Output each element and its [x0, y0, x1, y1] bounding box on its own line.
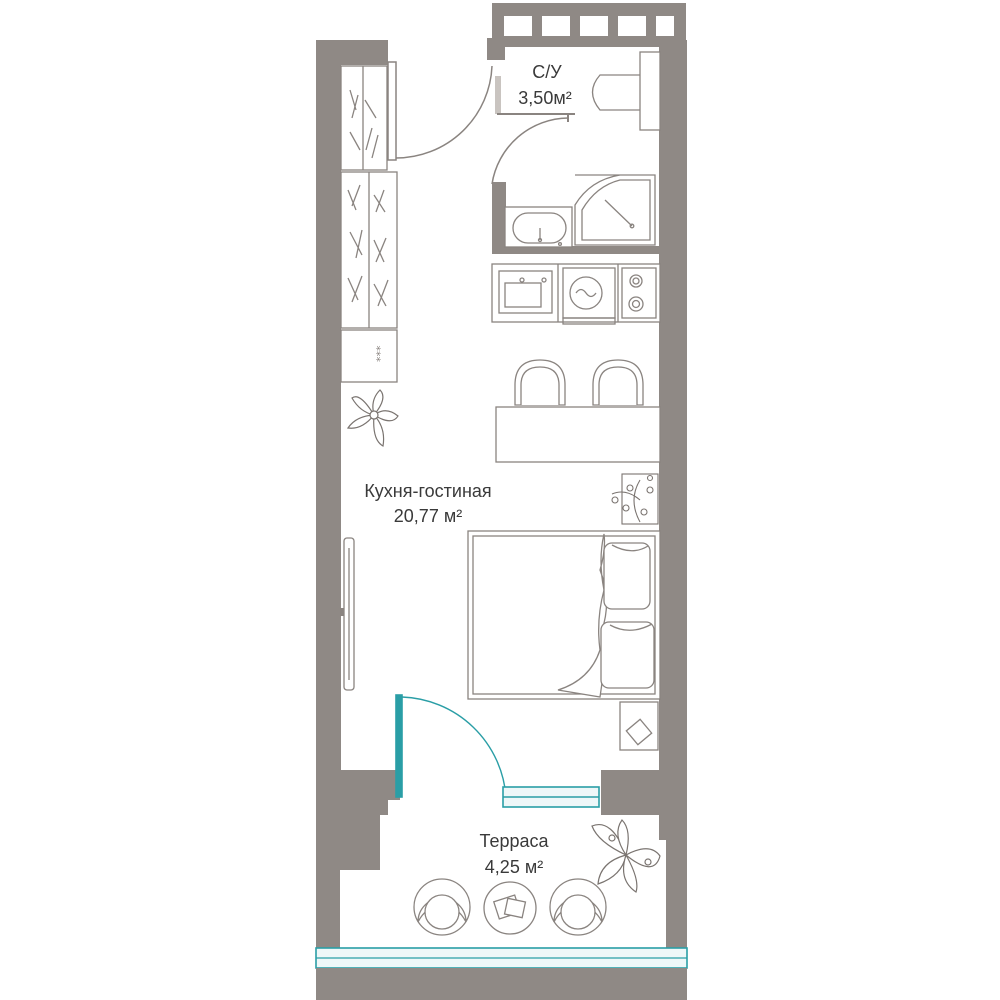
- shower-icon: [574, 174, 656, 246]
- kitchen-counter: [491, 263, 661, 325]
- entry-door: [387, 61, 569, 185]
- terrace-name: Терраса: [479, 831, 549, 851]
- terrace-glazing: [315, 947, 688, 1000]
- stove-icon: [621, 267, 657, 319]
- chair-icon: [514, 359, 566, 406]
- bed-icon: [467, 530, 661, 700]
- side-table-icon: [483, 881, 537, 935]
- left-wall: [316, 40, 341, 775]
- tv-panel: [340, 537, 355, 691]
- armchair-icon: [413, 878, 471, 936]
- hob-cabinet: [340, 329, 398, 383]
- door-jamb: [495, 76, 501, 114]
- bathroom-area: 3,50м²: [518, 88, 571, 108]
- toilet-icon: [591, 51, 661, 131]
- left-wall-top: [316, 40, 388, 65]
- sink-icon: [504, 206, 573, 248]
- wardrobe: ***: [340, 65, 398, 383]
- bathroom: [504, 51, 661, 248]
- plant-icon: [346, 389, 399, 447]
- nightstand-icon: [619, 701, 659, 751]
- walls: [316, 3, 687, 948]
- terrace-area: 4,25 м²: [485, 857, 543, 877]
- right-wall: [659, 40, 687, 840]
- plant-icon: [611, 473, 659, 525]
- hob-marks: ***: [374, 345, 387, 362]
- right-wall-upper: [659, 47, 687, 137]
- living-name: Кухня-гостиная: [364, 481, 491, 501]
- washer-icon: [562, 267, 616, 325]
- terrace-right-wall: [666, 815, 687, 948]
- right-partition: [601, 770, 687, 815]
- kitchen-sink-icon: [498, 270, 553, 314]
- top-window-block: [492, 3, 686, 47]
- left-wall-lower: [316, 770, 400, 948]
- dining-bar: [495, 359, 661, 463]
- plant-icon: [591, 819, 661, 893]
- pillow-icon: [603, 542, 651, 610]
- bathroom-wall-lower: [492, 182, 506, 254]
- pillow-icon: [600, 621, 655, 689]
- bathroom-wall-left: [487, 38, 505, 60]
- hanger-marks: [347, 89, 389, 307]
- bathroom-wall-bottom: [492, 246, 662, 254]
- chair-icon: [592, 359, 644, 406]
- bathroom-name: С/У: [532, 62, 562, 82]
- living-area: 20,77 м²: [394, 506, 462, 526]
- terrace-furniture: [413, 878, 607, 936]
- terrace-door: [395, 694, 600, 808]
- armchair-icon: [549, 878, 607, 936]
